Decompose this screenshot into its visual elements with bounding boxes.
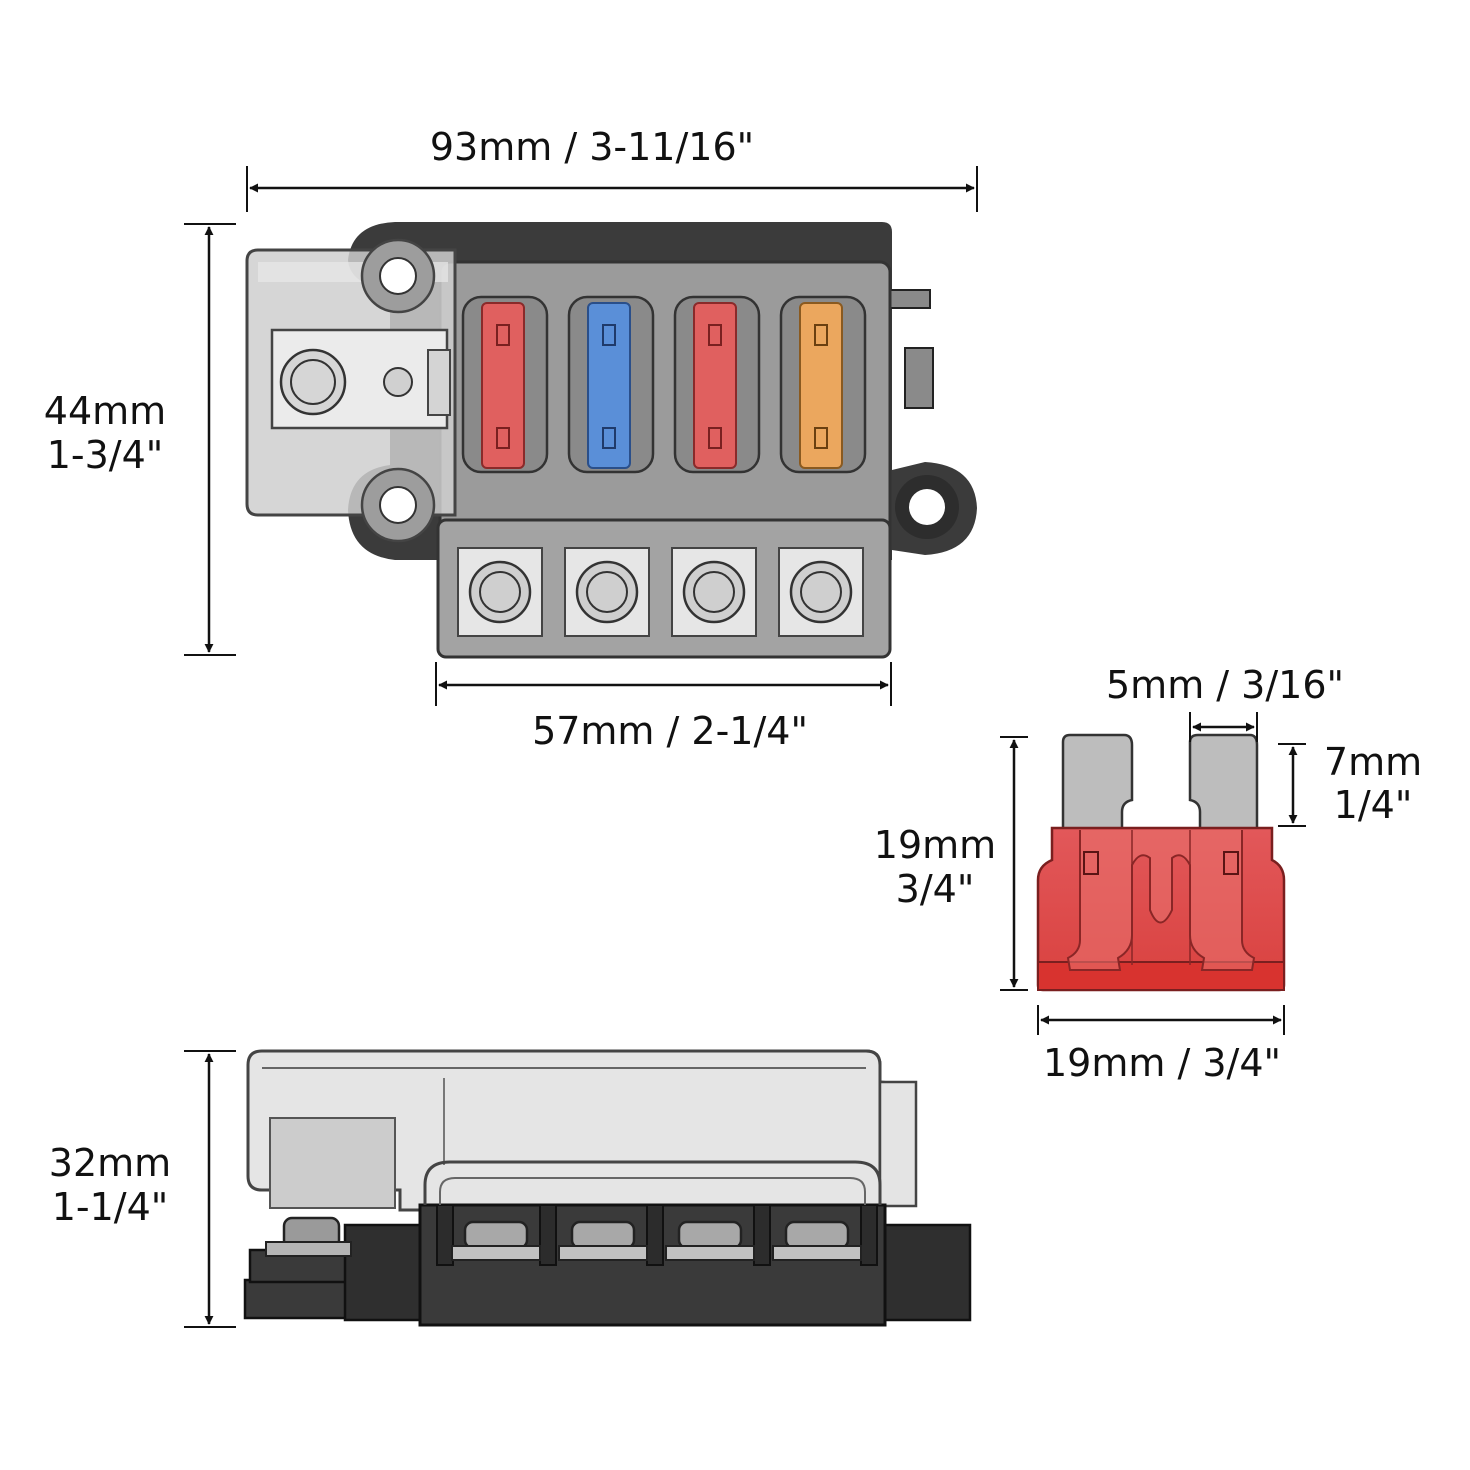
side-clip: [904, 347, 934, 409]
terminal-screws: [457, 547, 864, 637]
fuse-blue: [587, 302, 631, 469]
label-overall-height-in: 1-3/4": [47, 433, 164, 477]
fuse-blade-right: [1188, 733, 1259, 832]
fuse-blade-left: [1061, 733, 1134, 832]
fuse-detail: 5mm / 3/16" 7mm 1/4" 19mm 3/4" 19mm / 3/…: [874, 663, 1422, 1085]
label-overall-height-mm: 44mm: [44, 389, 166, 433]
fuse-orange: [799, 302, 843, 469]
terminal-strip: [436, 518, 892, 659]
label-terminal-width: 57mm / 2-1/4": [532, 709, 808, 753]
label-side-height-in: 1-1/4": [52, 1185, 169, 1229]
label-overall-width: 93mm / 3-11/16": [430, 125, 754, 169]
label-side-height-mm: 32mm: [49, 1141, 171, 1185]
label-fuse-height-in: 3/4": [896, 867, 975, 911]
fuse-red-1: [481, 302, 525, 469]
label-blade-gap: 5mm / 3/16": [1106, 663, 1344, 707]
top-view: 93mm / 3-11/16" 44mm 1-3/4" 57mm / 2-1/4…: [44, 125, 978, 753]
label-fuse-width: 19mm / 3/4": [1043, 1041, 1281, 1085]
label-fuse-height-mm: 19mm: [874, 823, 996, 867]
side-view: 32mm 1-1/4": [49, 1049, 972, 1328]
fuse-red-2: [693, 302, 737, 469]
label-blade-length-mm: 7mm: [1324, 740, 1422, 784]
label-blade-length-in: 1/4": [1334, 783, 1413, 827]
